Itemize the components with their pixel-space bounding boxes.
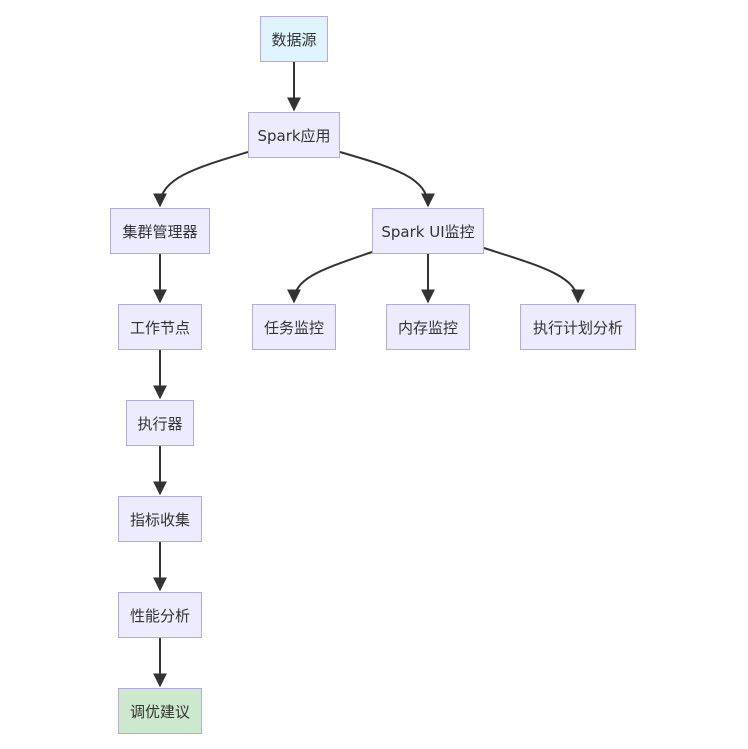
node-executor[interactable]: 执行器 [126, 400, 194, 446]
node-memory-monitor-label: 内存监控 [397, 318, 458, 337]
node-perf-analysis[interactable]: 性能分析 [118, 592, 202, 638]
node-task-monitor[interactable]: 任务监控 [252, 304, 336, 350]
edge-sparkui-to-plananalysis [483, 247, 585, 304]
edge-sparkapp-to-clustermanager [153, 151, 249, 208]
node-plan-analysis[interactable]: 执行计划分析 [520, 304, 636, 350]
node-memory-monitor[interactable]: 内存监控 [386, 304, 470, 350]
node-worker-node[interactable]: 工作节点 [118, 304, 202, 350]
node-metrics-collection[interactable]: 指标收集 [118, 496, 202, 542]
node-worker-node-label: 工作节点 [129, 318, 190, 337]
node-spark-ui[interactable]: Spark UI监控 [372, 208, 484, 254]
node-spark-ui-label: Spark UI监控 [381, 222, 475, 241]
edge-sparkui-to-taskmonitor [287, 251, 373, 304]
node-cluster-manager-label: 集群管理器 [122, 222, 198, 241]
node-spark-app[interactable]: Spark应用 [248, 112, 340, 158]
node-data-source[interactable]: 数据源 [260, 16, 328, 62]
node-executor-label: 执行器 [137, 414, 183, 433]
node-data-source-label: 数据源 [271, 30, 317, 49]
node-perf-analysis-label: 性能分析 [129, 606, 190, 625]
node-tuning-advice-label: 调优建议 [129, 702, 190, 721]
node-cluster-manager[interactable]: 集群管理器 [110, 208, 210, 254]
node-task-monitor-label: 任务监控 [263, 318, 324, 337]
node-spark-app-label: Spark应用 [257, 126, 331, 145]
node-metrics-collection-label: 指标收集 [129, 510, 190, 529]
node-plan-analysis-label: 执行计划分析 [532, 318, 623, 337]
edge-sparkapp-to-sparkui [339, 151, 435, 208]
node-tuning-advice[interactable]: 调优建议 [118, 688, 202, 734]
